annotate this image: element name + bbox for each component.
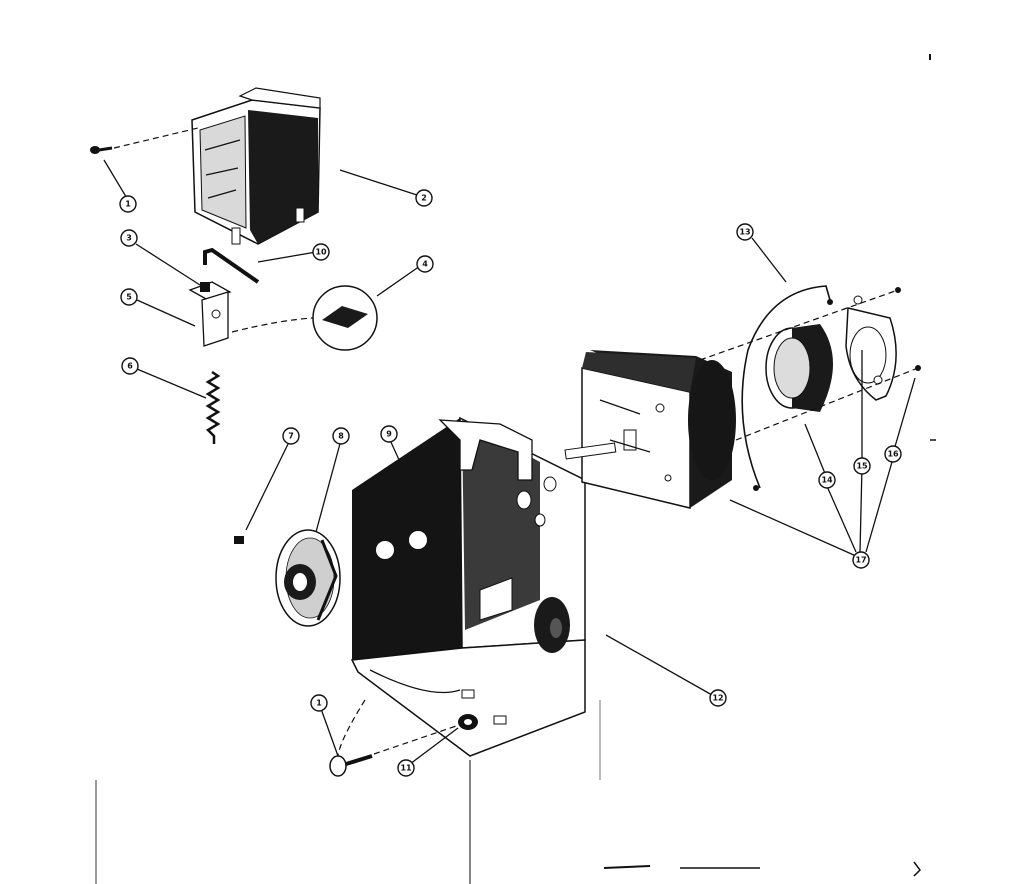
- callout-17-label: 17: [855, 556, 866, 565]
- wire-lead: [741, 285, 831, 489]
- motor-guide-bottom: [735, 367, 919, 441]
- callout-8: 8: [332, 427, 350, 445]
- nut: [458, 714, 478, 730]
- scan-artifacts: [95, 54, 936, 884]
- callout-15: 15: [853, 457, 871, 475]
- callout-1-top-label: 1: [125, 200, 131, 209]
- callout-5: 5: [120, 288, 138, 306]
- callout-13: 13: [736, 223, 754, 241]
- motor-can: [765, 324, 833, 412]
- callout-6: 6: [121, 357, 139, 375]
- l-pin: [203, 247, 260, 284]
- callout-6-label: 6: [127, 362, 133, 371]
- pad-detail: [312, 285, 378, 351]
- callout-15-label: 15: [856, 462, 868, 471]
- callout-1-bottom: 1: [310, 694, 328, 712]
- screw-top-guide: [113, 127, 199, 149]
- callout-14-label: 14: [821, 476, 833, 485]
- callout-4: 4: [416, 255, 434, 273]
- callout-7-label: 7: [288, 432, 294, 441]
- callout-7: 7: [282, 427, 300, 445]
- callout-2: 2: [415, 189, 433, 207]
- callout-17: 17: [852, 551, 870, 569]
- callout-1-top: 1: [119, 195, 137, 213]
- callout-16-label: 16: [887, 450, 899, 459]
- wire-terminal: [753, 485, 759, 491]
- gasket-plate: [845, 295, 897, 401]
- callout-1-bottom-label: 1: [316, 699, 322, 708]
- callout-16: 16: [884, 445, 902, 463]
- timer-motor: [564, 350, 736, 509]
- main-housing: [350, 416, 586, 757]
- callout-3-label: 3: [126, 234, 132, 243]
- motor-guide-top: [699, 289, 899, 361]
- small-screw: [234, 536, 244, 544]
- screw-top: [90, 146, 113, 154]
- leader-lines: [103, 159, 916, 765]
- pad-guide: [231, 317, 314, 333]
- callout-2-label: 2: [421, 194, 427, 203]
- spring: [205, 370, 221, 444]
- callout-9: 9: [380, 425, 398, 443]
- callout-12: 12: [709, 689, 727, 707]
- callout-5-label: 5: [126, 293, 132, 302]
- bracket: [188, 281, 232, 347]
- callout-12-label: 12: [712, 694, 723, 703]
- callout-9-label: 9: [386, 430, 392, 439]
- callout-13-label: 13: [739, 228, 750, 237]
- callout-4-label: 4: [422, 260, 428, 269]
- callout-3: 3: [120, 229, 138, 247]
- bottom-arc-guide: [337, 699, 366, 757]
- callout-14: 14: [818, 471, 836, 489]
- transformer-coil: [191, 87, 321, 245]
- callout-10-label: 10: [315, 248, 327, 257]
- callout-10: 10: [312, 243, 330, 261]
- callout-11-label: 11: [400, 764, 412, 773]
- knob-disc: [275, 529, 341, 627]
- callout-11: 11: [397, 759, 415, 777]
- callout-8-label: 8: [338, 432, 344, 441]
- screw-bottom: [329, 754, 373, 777]
- screw-bottom-guide: [373, 723, 463, 755]
